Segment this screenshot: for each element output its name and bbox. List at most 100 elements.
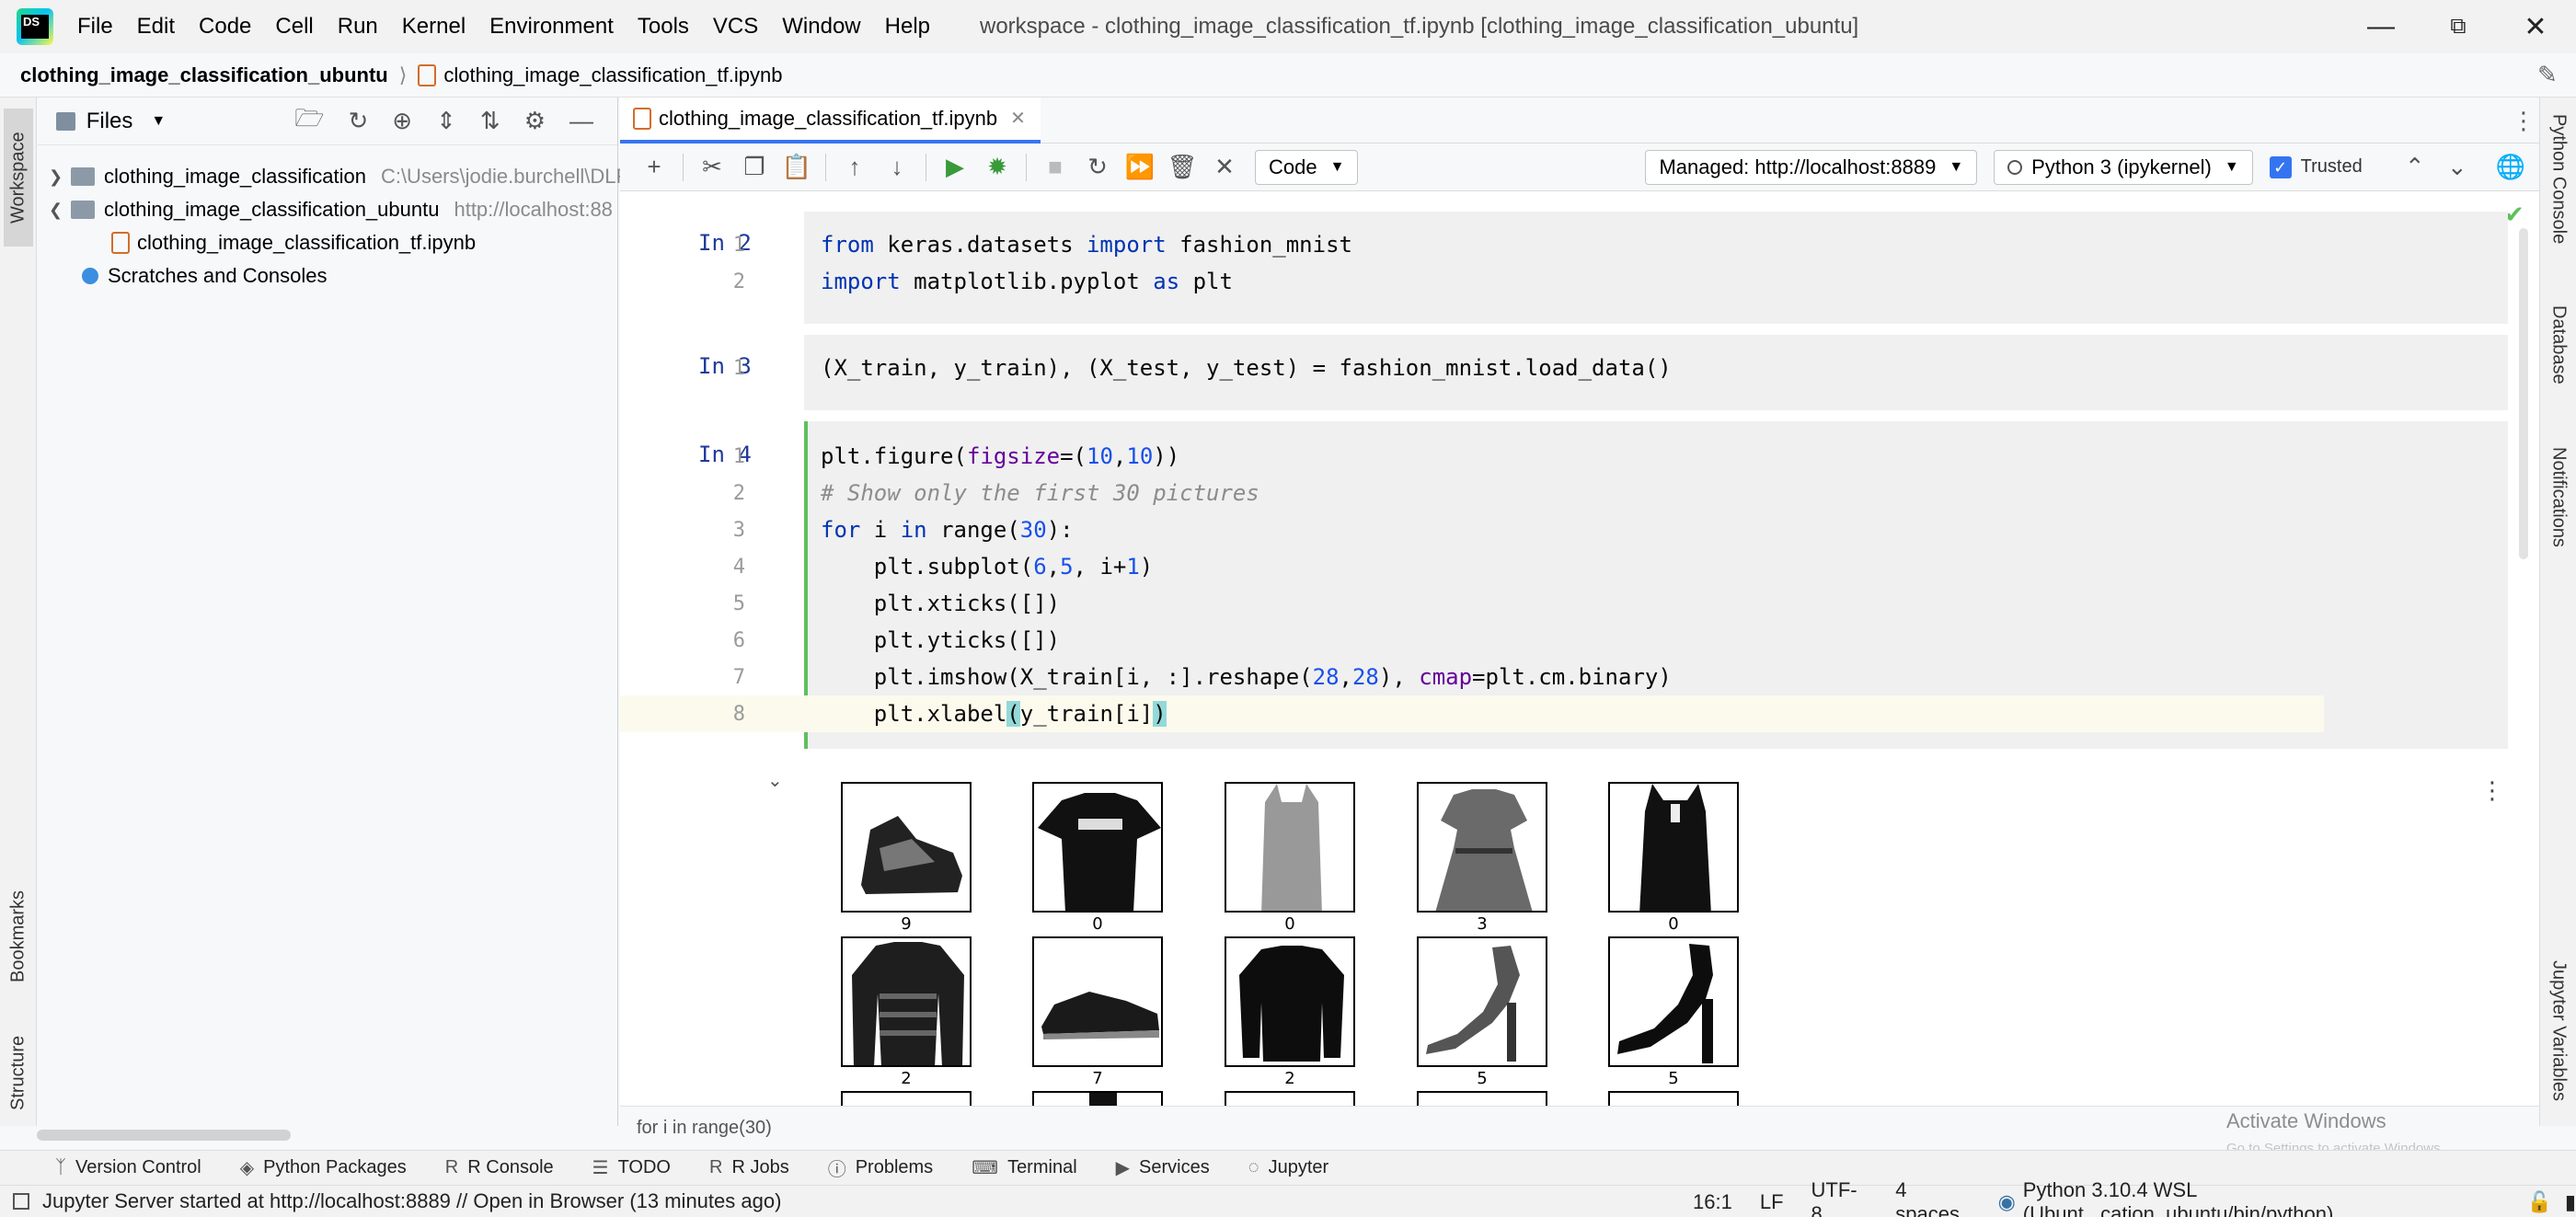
chevron-right-icon[interactable]: ❯ bbox=[49, 166, 63, 186]
chevron-down-icon[interactable]: ▼ bbox=[151, 112, 167, 129]
code-line-current: 8 plt.xlabel(y_train[i]) bbox=[620, 695, 2324, 732]
run-cell-icon[interactable]: ▶ bbox=[946, 153, 964, 180]
code-cell-active[interactable] bbox=[804, 421, 2508, 749]
paste-icon[interactable]: 📋 bbox=[781, 153, 812, 180]
copy-icon[interactable]: ❐ bbox=[743, 153, 765, 180]
stop-icon[interactable]: ■ bbox=[1048, 153, 1063, 180]
tab-python-console[interactable]: Python Console bbox=[2548, 114, 2570, 245]
cell-type-select[interactable]: Code ▼ bbox=[1255, 149, 1359, 185]
hide-panel-icon[interactable]: — bbox=[569, 107, 593, 134]
line-separator[interactable]: LF bbox=[1759, 1189, 1784, 1213]
tool-todo[interactable]: ☰TODO bbox=[592, 1157, 671, 1178]
kernel-select[interactable]: Python 3 (ipykernel) ▼ bbox=[1994, 149, 2253, 185]
tree-item-project-local[interactable]: ❯ clothing_image_classification C:\Users… bbox=[49, 160, 628, 193]
clear-outputs-icon[interactable]: ✕ bbox=[1214, 153, 1235, 180]
toggle-tool-windows-icon[interactable] bbox=[13, 1193, 29, 1210]
server-select[interactable]: Managed: http://localhost:8889 ▼ bbox=[1645, 149, 1978, 185]
breadcrumb-project[interactable]: clothing_image_classification_ubuntu bbox=[20, 63, 388, 86]
menu-run[interactable]: Run bbox=[337, 14, 378, 39]
output-image-dress bbox=[1417, 782, 1547, 913]
vertical-scrollbar[interactable] bbox=[2519, 228, 2528, 559]
previous-cell-icon[interactable]: ⌃ bbox=[2404, 153, 2425, 180]
project-toolbar: Files ▼ 🗁 ↻ ⊕ ⇕ ⇅ ⚙ — bbox=[38, 98, 617, 145]
collapse-output-icon[interactable]: ⌄ bbox=[767, 771, 783, 791]
tab-workspace[interactable]: Workspace bbox=[4, 109, 33, 247]
code-breadcrumb[interactable]: for i in range(30) bbox=[620, 1106, 2539, 1150]
more-options-icon[interactable]: ⋮ bbox=[2512, 107, 2536, 134]
move-up-icon[interactable]: ↑ bbox=[848, 153, 861, 180]
menu-cell[interactable]: Cell bbox=[275, 14, 314, 39]
move-down-icon[interactable]: ↓ bbox=[891, 153, 903, 180]
indent-setting[interactable]: 4 spaces bbox=[1895, 1177, 1961, 1217]
notebook-file-icon bbox=[418, 63, 437, 86]
debug-cell-icon[interactable]: ✹ bbox=[987, 153, 1007, 180]
tab-notifications[interactable]: Notifications bbox=[2548, 447, 2570, 547]
output-menu-icon[interactable]: ⋮ bbox=[2480, 776, 2504, 804]
add-cell-icon[interactable]: + bbox=[647, 153, 661, 180]
output-image-partial bbox=[1417, 1091, 1547, 1106]
menu-code[interactable]: Code bbox=[199, 14, 252, 39]
interpreter-selector[interactable]: Python 3.10.4 WSL (Ubunt...cation_ubuntu… bbox=[2022, 1177, 2334, 1217]
globe-icon[interactable]: 🌐 bbox=[2495, 153, 2525, 180]
tree-item-project-remote[interactable]: ❮ clothing_image_classification_ubuntu h… bbox=[49, 193, 613, 226]
tab-bookmarks[interactable]: Bookmarks bbox=[4, 872, 33, 1001]
code-cell[interactable] bbox=[804, 335, 2508, 410]
menu-tools[interactable]: Tools bbox=[637, 14, 689, 39]
target-icon[interactable]: ⊕ bbox=[392, 107, 413, 134]
sync-icon[interactable]: ↻ bbox=[348, 107, 369, 134]
tool-terminal[interactable]: ⌨Terminal bbox=[972, 1157, 1077, 1178]
menu-file[interactable]: File bbox=[77, 14, 113, 39]
horizontal-scrollbar[interactable] bbox=[37, 1130, 291, 1141]
status-message[interactable]: Jupyter Server started at http://localho… bbox=[42, 1189, 782, 1212]
close-window-icon[interactable]: ✕ bbox=[2524, 11, 2547, 42]
close-tab-icon[interactable]: ✕ bbox=[1010, 109, 1026, 129]
output-label: 5 bbox=[1477, 1069, 1488, 1088]
tool-python-packages[interactable]: ◈Python Packages bbox=[239, 1157, 407, 1178]
edit-pencil-icon[interactable]: ✎ bbox=[2537, 61, 2558, 88]
tree-item-scratches[interactable]: Scratches and Consoles bbox=[82, 259, 327, 293]
delete-cell-icon[interactable]: 🗑 bbox=[1167, 153, 1198, 180]
menu-edit[interactable]: Edit bbox=[136, 14, 176, 39]
run-all-icon[interactable]: ⏩ bbox=[1124, 153, 1156, 180]
chevron-down-icon: ▼ bbox=[1329, 158, 1345, 175]
gear-icon[interactable]: ⚙ bbox=[523, 107, 546, 134]
menu-help[interactable]: Help bbox=[884, 14, 930, 39]
output-image-sandal bbox=[1417, 936, 1547, 1067]
collapse-all-icon[interactable]: ⇅ bbox=[479, 107, 500, 134]
cut-icon[interactable]: ✂ bbox=[702, 153, 722, 180]
restore-icon[interactable]: ⧉ bbox=[2450, 14, 2467, 39]
files-view-label[interactable]: Files bbox=[86, 108, 133, 133]
menu-kernel[interactable]: Kernel bbox=[401, 14, 466, 39]
tree-item-notebook[interactable]: clothing_image_classification_tf.ipynb bbox=[111, 226, 476, 259]
tab-database[interactable]: Database bbox=[2548, 305, 2570, 385]
tool-services[interactable]: ▶Services bbox=[1115, 1157, 1210, 1178]
minimize-icon[interactable]: — bbox=[2367, 11, 2395, 41]
cell-prompt: In 2 bbox=[698, 230, 752, 256]
trusted-toggle[interactable]: ✓ Trusted bbox=[2269, 155, 2363, 178]
tab-jupyter-variables[interactable]: Jupyter Variables bbox=[2548, 960, 2570, 1102]
restart-kernel-icon[interactable]: ↻ bbox=[1087, 153, 1108, 180]
menu-vcs[interactable]: VCS bbox=[712, 14, 759, 39]
notebook-editor[interactable]: ✔ In 2 1 from keras.datasets import fash… bbox=[620, 191, 2539, 1106]
code-cell[interactable] bbox=[804, 212, 2508, 324]
breadcrumb-file[interactable]: clothing_image_classification_tf.ipynb bbox=[443, 63, 783, 86]
menu-window[interactable]: Window bbox=[782, 14, 861, 39]
lock-icon[interactable]: 🔓 bbox=[2526, 1189, 2552, 1213]
expand-all-icon[interactable]: ⇕ bbox=[436, 107, 456, 134]
menu-environment[interactable]: Environment bbox=[489, 14, 614, 39]
next-cell-icon[interactable]: ⌄ bbox=[2446, 153, 2467, 180]
file-encoding[interactable]: UTF-8 bbox=[1811, 1177, 1857, 1217]
tool-jupyter[interactable]: ◌Jupyter bbox=[1248, 1157, 1329, 1177]
tab-notebook-file[interactable]: clothing_image_classification_tf.ipynb ✕ bbox=[620, 97, 1041, 144]
code-line: 7 plt.imshow(X_train[i, :].reshape(28,28… bbox=[732, 664, 1672, 690]
cursor-position[interactable]: 16:1 bbox=[1693, 1189, 1732, 1213]
tab-structure[interactable]: Structure bbox=[4, 1017, 33, 1128]
new-folder-icon[interactable]: 🗁 bbox=[294, 103, 325, 132]
chevron-down-icon[interactable]: ❮ bbox=[49, 200, 63, 219]
files-folder-icon bbox=[56, 111, 75, 131]
memory-indicator-icon[interactable]: ▮ bbox=[2564, 1189, 2576, 1213]
